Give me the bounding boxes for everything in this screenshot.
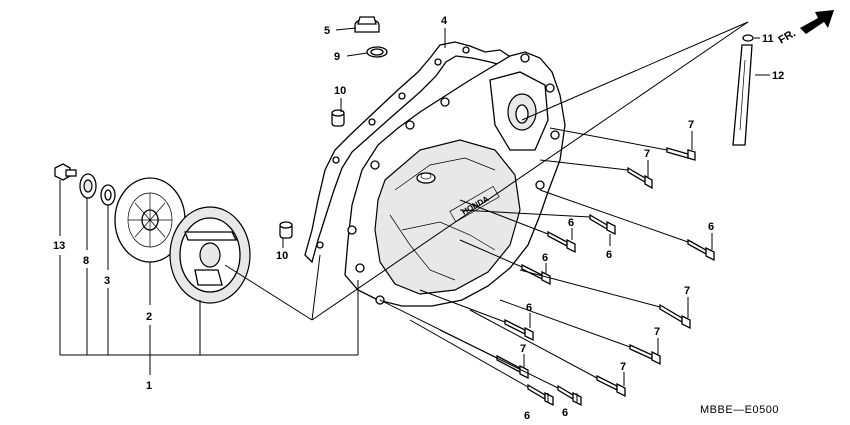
right-crankcase-cover: HONDA bbox=[344, 51, 566, 307]
callout-3: 3 bbox=[104, 275, 110, 287]
bolt-6a bbox=[547, 230, 576, 254]
bolt-7e bbox=[596, 374, 626, 398]
breather-tube-12 bbox=[732, 44, 753, 146]
front-direction-label: FR. bbox=[777, 27, 798, 46]
bolt-7a bbox=[666, 147, 696, 161]
bolt-13 bbox=[54, 163, 77, 181]
bolt-6f bbox=[527, 383, 554, 407]
callout-6-g: 6 bbox=[562, 407, 568, 419]
catalog-code: MBBE—E0500 bbox=[700, 404, 779, 416]
callout-7-f: 7 bbox=[620, 361, 626, 373]
bolt-7d bbox=[629, 343, 661, 366]
callout-7-d: 7 bbox=[654, 326, 660, 338]
bolt-7c bbox=[659, 303, 691, 330]
callout-13: 13 bbox=[53, 240, 65, 252]
bolt-6b bbox=[589, 213, 616, 236]
callout-9: 9 bbox=[334, 51, 340, 63]
callout-7-e: 7 bbox=[520, 343, 526, 355]
callout-2: 2 bbox=[146, 311, 152, 323]
callout-7-a: 7 bbox=[688, 119, 694, 131]
dowel-pin-10b bbox=[279, 221, 293, 239]
bolt-7b bbox=[627, 166, 653, 190]
callout-6-e: 6 bbox=[526, 302, 532, 314]
bolt-6g bbox=[557, 384, 582, 407]
dowel-pin-10a bbox=[331, 109, 345, 127]
clip-11 bbox=[742, 34, 754, 42]
callout-10-lower: 10 bbox=[276, 250, 288, 262]
callout-5: 5 bbox=[324, 25, 330, 37]
oil-seal-8 bbox=[79, 173, 97, 199]
bolt-6e bbox=[504, 318, 534, 342]
callout-11: 11 bbox=[762, 33, 774, 45]
front-direction-arrow: FR. bbox=[777, 10, 834, 47]
callout-8: 8 bbox=[83, 255, 89, 267]
leader-lines bbox=[59, 21, 770, 403]
bolt-6c bbox=[687, 238, 715, 262]
callout-7-b: 7 bbox=[644, 148, 650, 160]
callout-6-b: 6 bbox=[606, 249, 612, 261]
o-ring-3 bbox=[100, 184, 116, 206]
bolt-7f bbox=[496, 354, 529, 380]
callout-6-c: 6 bbox=[708, 221, 714, 233]
o-ring-9 bbox=[366, 46, 388, 58]
left-parts bbox=[54, 163, 251, 304]
callout-6-f: 6 bbox=[524, 410, 530, 422]
callout-4: 4 bbox=[441, 15, 448, 27]
callout-1: 1 bbox=[146, 380, 152, 392]
filler-cap-5 bbox=[354, 16, 380, 33]
callout-6-d: 6 bbox=[542, 252, 548, 264]
callout-10-upper: 10 bbox=[334, 85, 346, 97]
callout-7-c: 7 bbox=[684, 285, 690, 297]
bolts bbox=[496, 147, 715, 407]
callout-6-a: 6 bbox=[568, 217, 574, 229]
bolt-6d bbox=[521, 263, 551, 286]
callout-numbers: 5 9 4 11 12 10 10 13 8 3 2 1 7 7 6 6 6 6… bbox=[53, 15, 784, 422]
outer-plate bbox=[169, 206, 251, 304]
callout-12: 12 bbox=[772, 70, 784, 82]
